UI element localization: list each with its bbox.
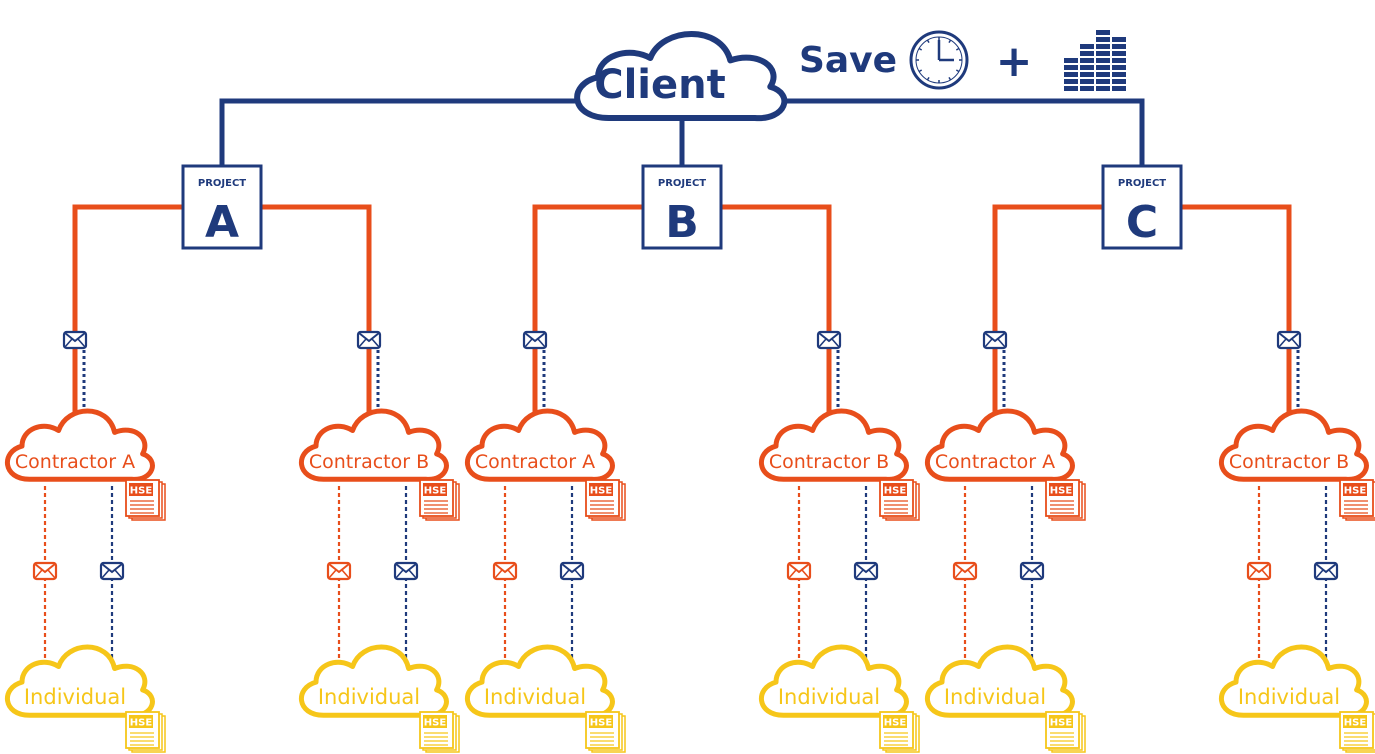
envelope-icon xyxy=(786,561,812,581)
hse-badge-label: HSE xyxy=(1050,718,1073,729)
contractor-label: Contractor B xyxy=(309,451,429,473)
contractor-label: Contractor B xyxy=(1229,451,1349,473)
project-caption: PROJECT xyxy=(198,178,246,189)
envelope-icon xyxy=(1246,561,1272,581)
envelope-icon xyxy=(982,330,1008,350)
contractor-label: Contractor A xyxy=(475,451,595,473)
plus-sign: + xyxy=(996,36,1033,87)
project-letter: B xyxy=(665,197,699,248)
save-label: Save xyxy=(799,40,897,81)
project-letter: A xyxy=(205,197,239,248)
hse-badge-label: HSE xyxy=(590,486,613,497)
project-box: PROJECT B xyxy=(641,164,723,250)
connector-line xyxy=(72,204,182,420)
hse-badge-label: HSE xyxy=(130,486,153,497)
envelope-icon xyxy=(1019,561,1045,581)
envelope-icon xyxy=(853,561,879,581)
hse-badge-label: HSE xyxy=(1344,718,1367,729)
envelope-icon xyxy=(356,330,382,350)
hse-document-icon: HSE xyxy=(879,479,920,521)
hse-badge-label: HSE xyxy=(424,718,447,729)
envelope-icon xyxy=(952,561,978,581)
individual-label: Individual xyxy=(484,685,586,709)
envelope-icon xyxy=(1276,330,1302,350)
hse-document-icon: HSE xyxy=(1339,711,1375,753)
individual-cloud-icon xyxy=(298,644,449,718)
contractor-cloud-icon xyxy=(464,408,615,482)
contractor-label: Contractor B xyxy=(769,451,889,473)
hse-document-icon: HSE xyxy=(125,711,166,753)
envelope-icon xyxy=(522,330,548,350)
envelope-icon xyxy=(32,561,58,581)
hse-document-icon: HSE xyxy=(419,479,460,521)
clock-icon xyxy=(909,30,969,90)
client-label: Client xyxy=(594,62,726,108)
hse-badge-label: HSE xyxy=(130,718,153,729)
project-caption: PROJECT xyxy=(658,178,706,189)
hse-document-icon: HSE xyxy=(585,711,626,753)
contractor-cloud-icon xyxy=(924,408,1075,482)
connector-line xyxy=(992,204,1102,420)
envelope-icon xyxy=(326,561,352,581)
envelope-icon xyxy=(1313,561,1339,581)
envelope-icon xyxy=(816,330,842,350)
connector-line xyxy=(1182,204,1292,420)
connector-line xyxy=(262,204,372,420)
hse-badge-label: HSE xyxy=(884,718,907,729)
connector-line xyxy=(532,204,642,420)
individual-label: Individual xyxy=(318,685,420,709)
envelope-icon xyxy=(62,330,88,350)
project-caption: PROJECT xyxy=(1118,178,1166,189)
hse-badge-label: HSE xyxy=(590,718,613,729)
diagram-nodes: Client Save + PROJECT A PROJECT B PROJECT C Contr… xyxy=(4,30,1375,753)
individual-label: Individual xyxy=(1238,685,1340,709)
envelope-icon xyxy=(393,561,419,581)
project-letter: C xyxy=(1126,197,1158,248)
hse-badge-label: HSE xyxy=(1050,486,1073,497)
individual-label: Individual xyxy=(778,685,880,709)
hse-badge-label: HSE xyxy=(424,486,447,497)
project-box: PROJECT C xyxy=(1101,164,1183,250)
contractor-label: Contractor A xyxy=(15,451,135,473)
contractor-cloud-icon xyxy=(4,408,155,482)
envelope-icon xyxy=(492,561,518,581)
contractor-label: Contractor A xyxy=(935,451,1055,473)
contractor-cloud-icon xyxy=(298,408,449,482)
hse-document-icon: HSE xyxy=(1045,711,1086,753)
individual-cloud-icon xyxy=(1218,644,1369,718)
hse-document-icon: HSE xyxy=(419,711,460,753)
individual-label: Individual xyxy=(24,685,126,709)
stack-coins-icon xyxy=(1064,30,1126,91)
hse-document-icon: HSE xyxy=(125,479,166,521)
contractor-cloud-icon xyxy=(758,408,909,482)
connector-line xyxy=(722,204,832,420)
individual-cloud-icon xyxy=(924,644,1075,718)
hse-document-icon: HSE xyxy=(1339,479,1375,521)
hse-document-icon: HSE xyxy=(1045,479,1086,521)
individual-cloud-icon xyxy=(464,644,615,718)
hse-badge-label: HSE xyxy=(884,486,907,497)
hse-badge-label: HSE xyxy=(1344,486,1367,497)
envelope-icon xyxy=(99,561,125,581)
hse-document-icon: HSE xyxy=(879,711,920,753)
contractor-cloud-icon xyxy=(1218,408,1369,482)
hse-document-icon: HSE xyxy=(585,479,626,521)
individual-cloud-icon xyxy=(4,644,155,718)
envelope-icon xyxy=(559,561,585,581)
client-cloud-icon xyxy=(574,31,788,122)
project-box: PROJECT A xyxy=(181,164,263,250)
individual-cloud-icon xyxy=(758,644,909,718)
individual-label: Individual xyxy=(944,685,1046,709)
